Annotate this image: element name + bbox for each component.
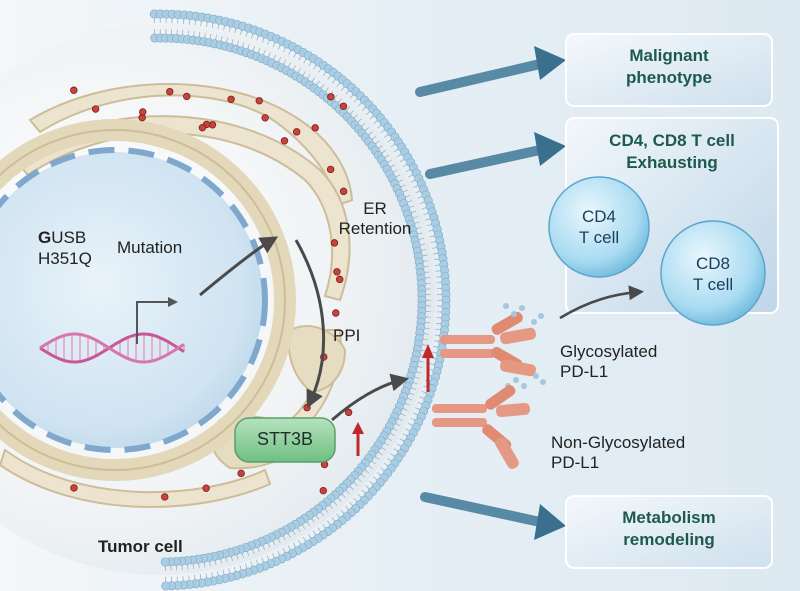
glycosylated-pdl1-label: Glycosylated PD-L1 <box>560 342 657 382</box>
er-retention-line-2: Retention <box>338 219 412 238</box>
non-glycosylated-line-2: PD-L1 <box>551 453 600 472</box>
malignant-line-1: Malignant <box>629 46 709 65</box>
malignant-phenotype-box <box>565 33 773 107</box>
cd8-t-cell <box>660 220 766 326</box>
malignant-line-2: phenotype <box>626 68 712 87</box>
malignant-phenotype-label: Malignant phenotype <box>566 45 772 89</box>
gene-name: GUSB <box>38 228 86 248</box>
ppi-label: PPI <box>333 326 361 345</box>
stt3b-label: STT3B <box>256 429 313 449</box>
non-glycosylated-pdl1-label: Non-Glycosylated PD-L1 <box>551 433 685 473</box>
cd4-line-1: CD4 <box>581 207 616 226</box>
dna-helix <box>39 332 185 364</box>
cell-membrane <box>149 9 451 591</box>
pdl1-up-arrow <box>422 344 434 392</box>
metabolism-remodeling-label: Metabolism remodeling <box>566 507 772 551</box>
cd8-line-2: T cell <box>692 275 734 294</box>
glycosylated-line-1: Glycosylated <box>560 342 658 361</box>
tumor-cell-label: Tumor cell <box>98 537 183 556</box>
t-cell-interaction-arrow <box>559 285 644 320</box>
mutation-arrow <box>199 236 279 297</box>
er-retention-arrow <box>294 239 326 409</box>
gene-variant: H351Q <box>38 249 92 268</box>
metabolism-line-1: Metabolism <box>622 508 716 527</box>
metabolism-line-2: remodeling <box>623 530 715 549</box>
outcome-arrows <box>415 46 566 540</box>
t-cell-exhausting-label: CD4, CD8 T cell Exhausting <box>566 130 778 174</box>
er-retention-line-1: ER <box>363 199 387 218</box>
cd8-line-1: CD8 <box>695 254 730 273</box>
exhausting-line-2: Exhausting <box>626 153 718 172</box>
glycosylated-line-2: PD-L1 <box>560 362 609 381</box>
promoter-arrow <box>136 301 170 344</box>
nucleus <box>0 152 263 448</box>
mutation-label: Mutation <box>117 238 183 257</box>
cd4-t-cell <box>548 176 650 278</box>
cd4-t-cell-label: CD4 T cell <box>559 206 639 248</box>
exhausting-line-1: CD4, CD8 T cell <box>609 131 735 150</box>
pd-l1-molecules <box>432 303 546 469</box>
gene-name-rest: USB <box>51 228 87 247</box>
glycosylation-arrow <box>331 373 410 422</box>
stt3b-up-arrow <box>352 422 364 456</box>
cd8-t-cell-label: CD8 T cell <box>673 253 753 295</box>
stt3b-protein <box>234 417 336 463</box>
metabolism-remodeling-box <box>565 495 773 569</box>
er-retention-label: ER Retention <box>330 199 420 239</box>
non-glycosylated-line-1: Non-Glycosylated <box>551 433 686 452</box>
cd4-line-2: T cell <box>578 228 620 247</box>
gene-name-initial: G <box>38 228 52 247</box>
